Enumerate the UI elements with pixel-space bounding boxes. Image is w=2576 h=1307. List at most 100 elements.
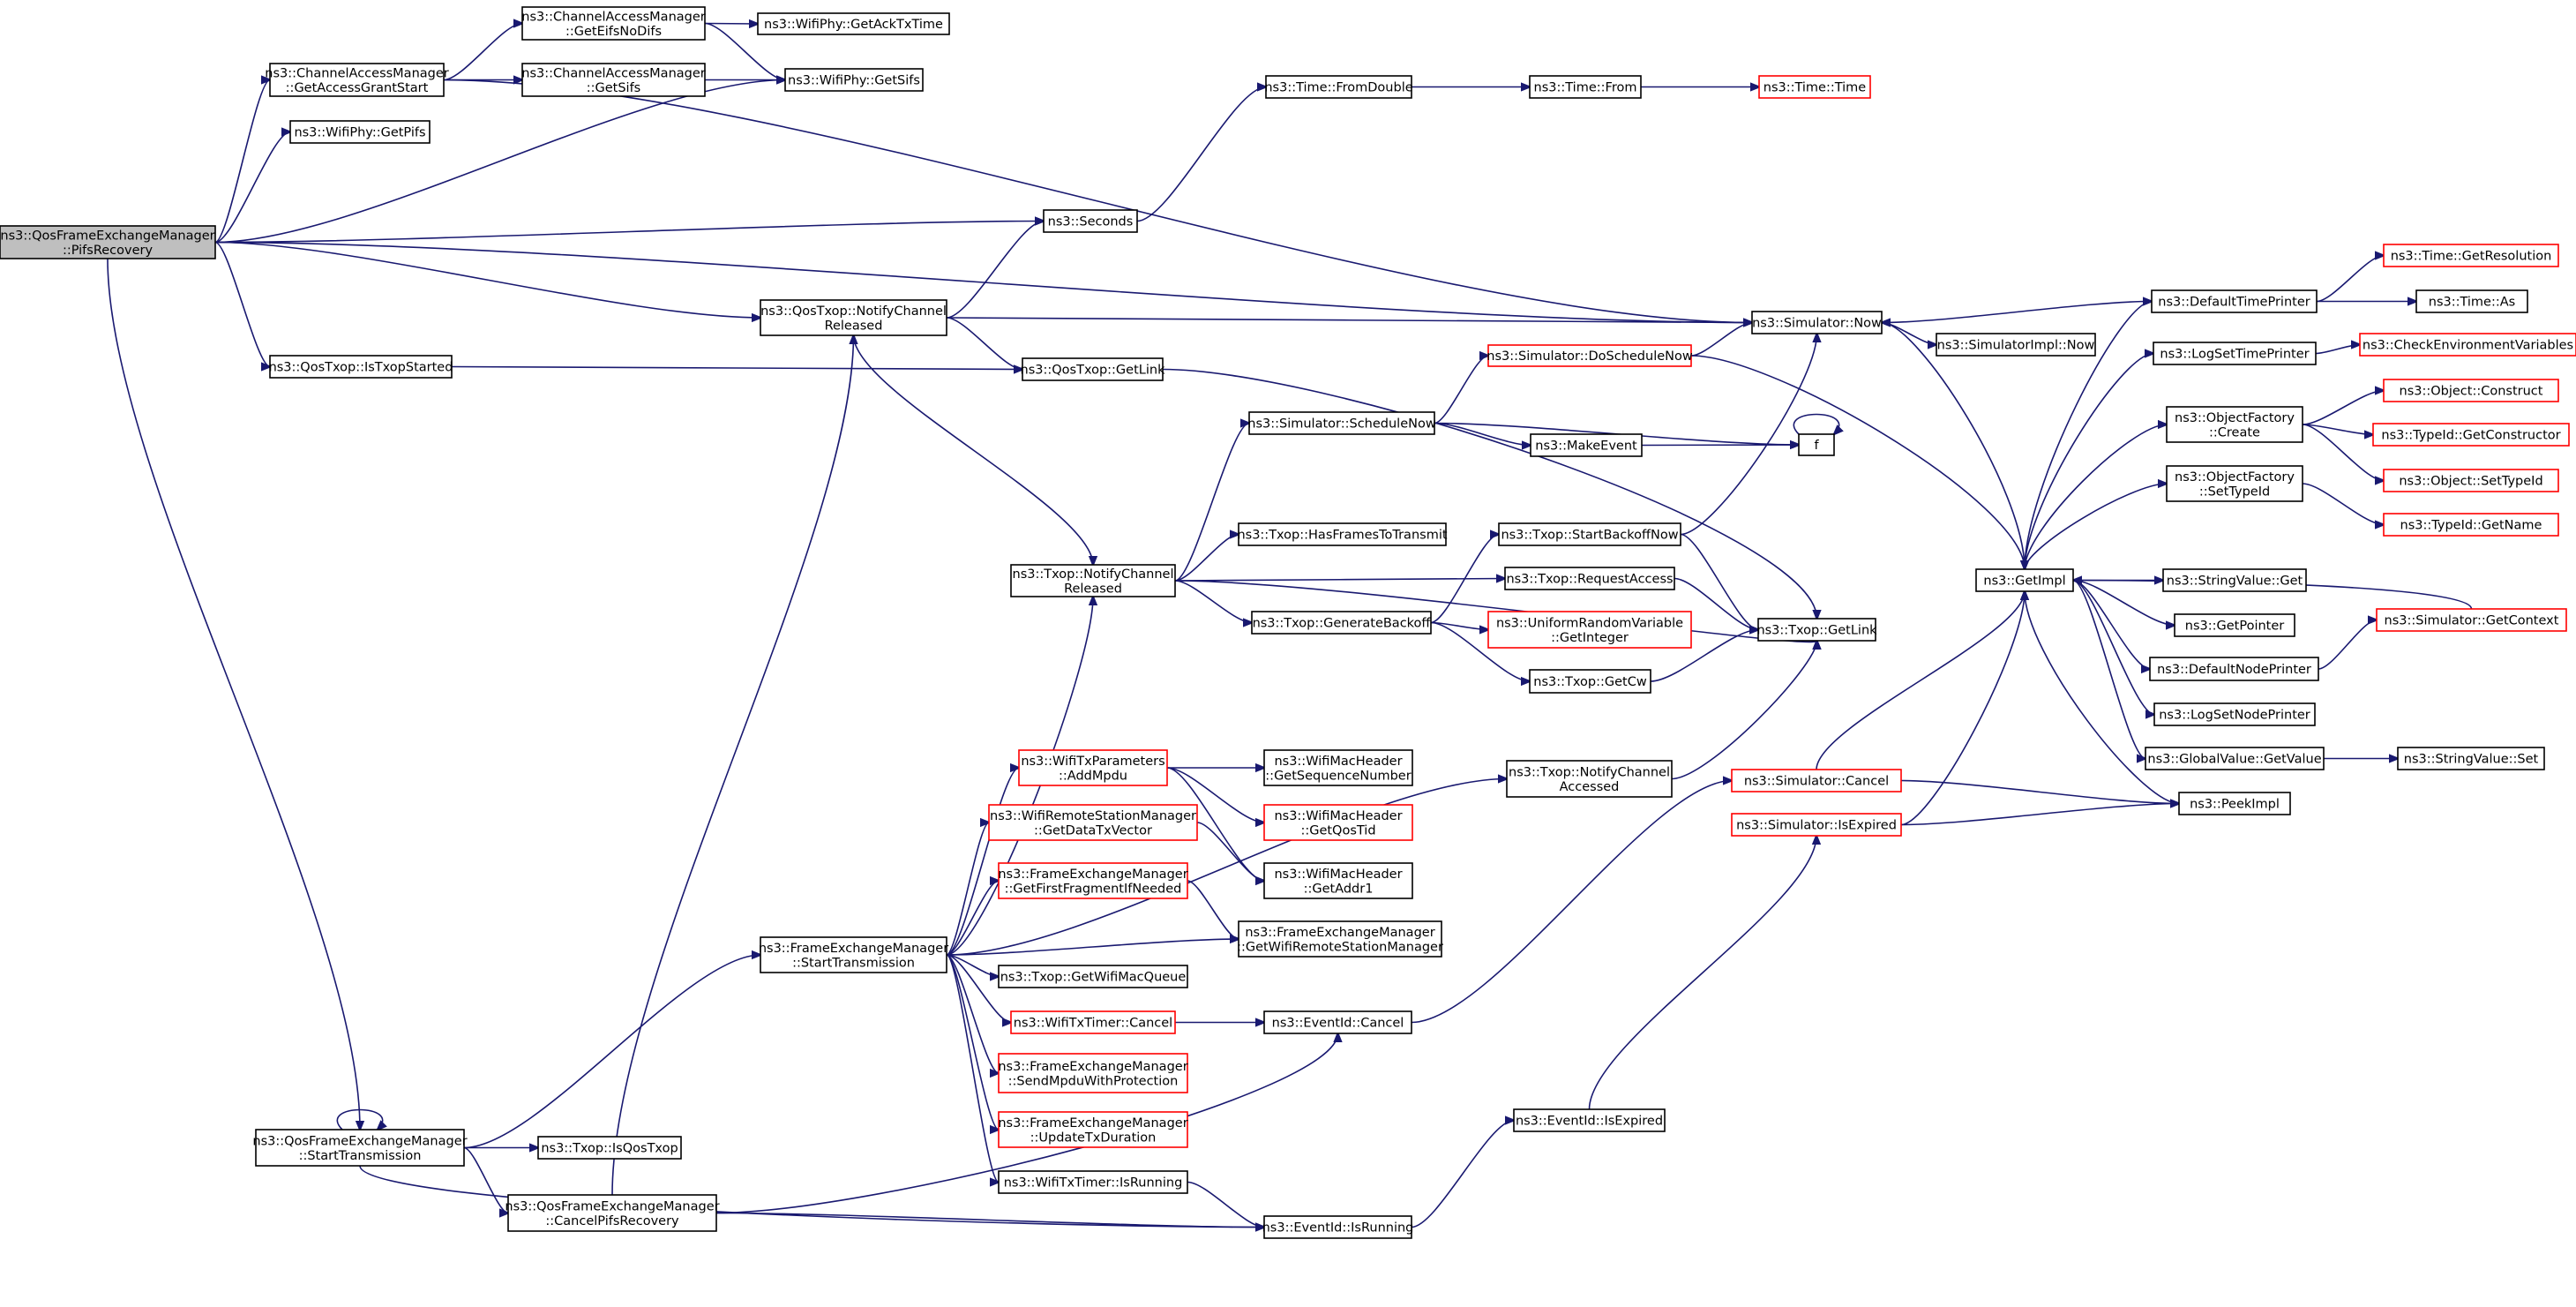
node-logSetNodePrinter[interactable]: ns3::LogSetNodePrinter xyxy=(2153,702,2316,726)
node-getResolution[interactable]: ns3::Time::GetResolution xyxy=(2383,244,2559,267)
node-txTimerCancel[interactable]: ns3::WifiTxTimer::Cancel xyxy=(1010,1010,1176,1034)
node-objSetTypeId[interactable]: ns3::Object::SetTypeId xyxy=(2383,469,2559,492)
node-stringValueGet[interactable]: ns3::StringValue::Get xyxy=(2162,568,2307,592)
node-updateTxDuration[interactable]: ns3::FrameExchangeManager::UpdateTxDurat… xyxy=(998,1111,1188,1148)
node-isQosTxop[interactable]: ns3::Txop::IsQosTxop xyxy=(537,1136,682,1160)
node-fromDouble[interactable]: ns3::Time::FromDouble xyxy=(1264,75,1413,99)
edge-eventIdIsExpired-to-simIsExpired xyxy=(1588,836,1817,1110)
node-peekImpl[interactable]: ns3::PeekImpl xyxy=(2178,792,2291,815)
node-f[interactable]: f xyxy=(1798,433,1835,456)
node-eventIdIsRunning[interactable]: ns3::EventId::IsRunning xyxy=(1262,1215,1414,1239)
node-checkEnv[interactable]: ns3::CheckEnvironmentVariables xyxy=(2359,333,2576,357)
node-from[interactable]: ns3::Time::From xyxy=(1529,75,1642,99)
node-requestAccess[interactable]: ns3::Txop::RequestAccess xyxy=(1504,567,1675,590)
node-logSetTimePrinter[interactable]: ns3::LogSetTimePrinter xyxy=(2153,342,2317,365)
node-qosStartTx[interactable]: ns3::QosFrameExchangeManager::StartTrans… xyxy=(252,1129,468,1167)
node-label: ::CancelPifsRecovery xyxy=(545,1214,679,1228)
edge-getDataTxVector-to-getAddr1 xyxy=(1196,822,1264,881)
node-box xyxy=(998,1053,1188,1093)
node-label: ::GetSifs xyxy=(587,81,641,95)
node-isTxopStarted[interactable]: ns3::QosTxop::IsTxopStarted xyxy=(269,355,453,379)
node-startBackoffNow[interactable]: ns3::Txop::StartBackoffNow xyxy=(1498,522,1681,546)
node-getSeqNum[interactable]: ns3::WifiMacHeader::GetSequenceNumber xyxy=(1263,749,1413,786)
node-qosGetLink[interactable]: ns3::QosTxop::GetLink xyxy=(1021,357,1166,381)
node-sendMpdu[interactable]: ns3::FrameExchangeManager::SendMpduWithP… xyxy=(998,1053,1188,1093)
edge-qosStartTx-to-femStartTx xyxy=(463,955,760,1149)
node-box xyxy=(2376,608,2567,632)
node-box xyxy=(1265,75,1412,99)
edge-cancelPifs-to-eventIdIsRunning xyxy=(715,1212,1264,1228)
node-label: ns3::QosFrameExchangeManager xyxy=(252,1134,467,1148)
node-box xyxy=(1010,1010,1176,1034)
node-label: ::GetAddr1 xyxy=(1304,882,1374,896)
node-getImpl[interactable]: ns3::GetImpl xyxy=(1975,568,2074,592)
node-getPointer[interactable]: ns3::GetPointer xyxy=(2174,613,2295,637)
node-getEifsNoDifs[interactable]: ns3::ChannelAccessManager::GetEifsNoDifs xyxy=(521,6,706,41)
node-simCancel[interactable]: ns3::Simulator::Cancel xyxy=(1731,769,1902,792)
node-getAddr1[interactable]: ns3::WifiMacHeader::GetAddr1 xyxy=(1263,862,1413,899)
node-cancelPifs[interactable]: ns3::QosFrameExchangeManager::CancelPifs… xyxy=(505,1194,720,1232)
node-simImplNow[interactable]: ns3::SimulatorImpl::Now xyxy=(1936,333,2096,357)
edge-txopNotifyReleased-to-requestAccess xyxy=(1174,579,1505,582)
node-txTimerIsRunning[interactable]: ns3::WifiTxTimer::IsRunning xyxy=(998,1170,1188,1194)
node-label: ns3::Object::Construct xyxy=(2400,385,2543,399)
node-uniformGetInteger[interactable]: ns3::UniformRandomVariable::GetInteger xyxy=(1487,611,1692,649)
node-ofSetTypeId[interactable]: ns3::ObjectFactory::SetTypeId xyxy=(2166,465,2303,502)
node-time[interactable]: ns3::Time::Time xyxy=(1758,75,1871,99)
node-getAckTxTime[interactable]: ns3::WifiPhy::GetAckTxTime xyxy=(757,12,950,35)
node-seconds[interactable]: ns3::Seconds xyxy=(1043,209,1138,233)
node-label: ns3::Simulator::ScheduleNow xyxy=(1247,417,1436,432)
node-box xyxy=(760,936,947,973)
node-objConstruct[interactable]: ns3::Object::Construct xyxy=(2383,379,2559,402)
node-simNow[interactable]: ns3::Simulator::Now xyxy=(1751,311,1883,334)
node-box xyxy=(1757,618,1876,642)
node-box xyxy=(1487,344,1692,367)
node-globalValueGetValue[interactable]: ns3::GlobalValue::GetValue xyxy=(2145,747,2325,770)
node-typeIdGetName[interactable]: ns3::TypeId::GetName xyxy=(2383,513,2559,537)
node-txopGetLink[interactable]: ns3::Txop::GetLink xyxy=(1756,618,1877,642)
node-makeEvent[interactable]: ns3::MakeEvent xyxy=(1530,433,1643,457)
node-getConstructor[interactable]: ns3::TypeId::GetConstructor xyxy=(2372,423,2570,447)
node-label: ns3::Simulator::Now xyxy=(1752,317,1882,331)
node-femStartTx[interactable]: ns3::FrameExchangeManager::StartTransmis… xyxy=(759,936,948,973)
node-scheduleNow[interactable]: ns3::Simulator::ScheduleNow xyxy=(1247,411,1436,435)
node-getWifiRsm[interactable]: ns3::FrameExchangeManager::GetWifiRemote… xyxy=(1237,920,1443,958)
edge-f-self-loop xyxy=(1793,413,1838,435)
node-label: ns3::FrameExchangeManager xyxy=(1245,926,1434,940)
node-hasFrames[interactable]: ns3::Txop::HasFramesToTransmit xyxy=(1237,522,1448,546)
node-simGetContext[interactable]: ns3::Simulator::GetContext xyxy=(2376,608,2567,632)
node-getDataTxVector[interactable]: ns3::WifiRemoteStationManager::GetDataTx… xyxy=(988,804,1198,841)
node-label: ns3::Txop::NotifyChannel xyxy=(1013,567,1174,582)
node-generateBackoff[interactable]: ns3::Txop::GenerateBackoff xyxy=(1251,611,1432,635)
node-defaultNodePrinter[interactable]: ns3::DefaultNodePrinter xyxy=(2149,657,2319,681)
node-getPifs[interactable]: ns3::WifiPhy::GetPifs xyxy=(289,120,431,144)
node-getSifsCam[interactable]: ns3::ChannelAccessManager::GetSifs xyxy=(521,63,706,97)
node-addMpdu[interactable]: ns3::WifiTxParameters::AddMpdu xyxy=(1018,749,1168,786)
node-eventIdCancel[interactable]: ns3::EventId::Cancel xyxy=(1263,1010,1412,1034)
node-label: ns3::Txop::HasFramesToTransmit xyxy=(1237,529,1447,543)
node-label: ns3::Simulator::GetContext xyxy=(2385,614,2559,628)
node-root[interactable]: ns3::QosFrameExchangeManager::PifsRecove… xyxy=(0,225,216,259)
node-getAccessGrantStart[interactable]: ns3::ChannelAccessManager::GetAccessGran… xyxy=(265,63,449,97)
node-simIsExpired[interactable]: ns3::Simulator::IsExpired xyxy=(1731,813,1902,837)
node-label: Released xyxy=(825,319,883,333)
node-label: ns3::Txop::RequestAccess xyxy=(1506,573,1673,587)
node-eventIdIsExpired[interactable]: ns3::EventId::IsExpired xyxy=(1513,1108,1666,1132)
node-ofCreate[interactable]: ns3::ObjectFactory::Create xyxy=(2166,406,2303,443)
edge-generateBackoff-to-startBackoffNow xyxy=(1430,535,1499,624)
node-getCw[interactable]: ns3::Txop::GetCw xyxy=(1529,669,1651,694)
node-label: ns3::Txop::NotifyChannel xyxy=(1509,765,1670,779)
node-getWifiMacQueue[interactable]: ns3::Txop::GetWifiMacQueue xyxy=(998,965,1188,988)
node-getFirstFragment[interactable]: ns3::FrameExchangeManager::GetFirstFragm… xyxy=(998,862,1188,899)
node-stringValueSet[interactable]: ns3::StringValue::Set xyxy=(2397,747,2545,770)
node-label: ::UpdateTxDuration xyxy=(1030,1130,1157,1145)
node-getQosTid[interactable]: ns3::WifiMacHeader::GetQosTid xyxy=(1263,804,1413,841)
node-defaultTimePrinter[interactable]: ns3::DefaultTimePrinter xyxy=(2151,289,2318,313)
node-timeAs[interactable]: ns3::Time::As xyxy=(2415,289,2528,313)
node-phyGetSifs[interactable]: ns3::WifiPhy::GetSifs xyxy=(784,68,924,92)
node-label: ns3::Txop::GetCw xyxy=(1533,675,1647,689)
node-doScheduleNow[interactable]: ns3::Simulator::DoScheduleNow xyxy=(1486,344,1693,367)
